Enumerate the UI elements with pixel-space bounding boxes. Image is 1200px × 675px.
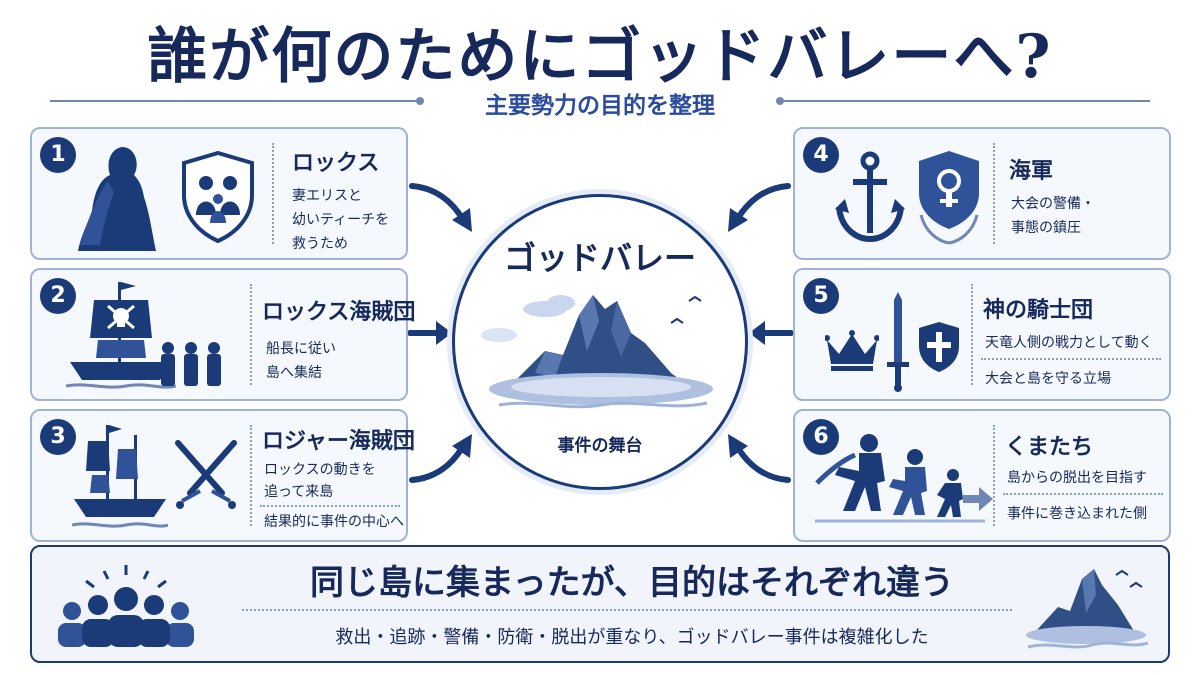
anchor-icon <box>835 151 905 243</box>
faction-line: 妻エリスと <box>292 188 362 204</box>
sailing-ship-icon <box>72 421 168 531</box>
card-separator <box>260 505 400 507</box>
sword-icon <box>887 292 909 392</box>
faction-card-navy: 4 海軍 大会の警備・ 事態の鎮圧 <box>793 127 1171 260</box>
subtitle-row: 主要勢力の目的を整理 <box>50 86 1150 119</box>
faction-name: くまたち <box>1005 435 1094 460</box>
pirate-ship-icon <box>66 278 176 392</box>
faction-line: 大会の警備・ <box>1011 196 1095 212</box>
faction-line: 天竜人側の戦力として動く <box>985 335 1153 351</box>
center-subtitle: 事件の舞台 <box>557 436 643 456</box>
faction-number: 4 <box>803 137 839 173</box>
page-title: 誰が何のためにゴッドバレーへ? <box>147 22 1053 92</box>
faction-number: 6 <box>803 419 839 455</box>
arrow-card3-to-center <box>409 434 472 483</box>
card-divider <box>250 425 252 526</box>
faction-name: ロックス <box>292 151 380 176</box>
family-shield-icon <box>182 151 254 243</box>
faction-name: 神の騎士団 <box>983 298 1094 323</box>
subtitle-divider-left <box>50 97 424 105</box>
navy-shield-icon <box>913 149 985 245</box>
card-divider <box>993 425 995 526</box>
card-divider <box>272 143 274 244</box>
small-island-icon <box>1022 561 1152 657</box>
crossed-swords-icon <box>172 439 240 511</box>
faction-number: 1 <box>40 137 76 173</box>
faction-line: 幼いティーチを <box>292 212 390 228</box>
faction-line: 救うため <box>292 236 348 252</box>
crew-silhouettes-icon <box>158 340 224 388</box>
center-title: ゴッドバレー <box>503 239 696 277</box>
center-circle: ゴッドバレー 事件の舞台 <box>452 194 748 490</box>
conclusion-separator <box>242 609 1012 611</box>
faction-line: 島からの脱出を目指す <box>1007 470 1147 486</box>
island-icon <box>475 281 725 425</box>
arrow-card1-to-center <box>409 183 472 232</box>
faction-line: ロックスの動きを <box>264 462 376 478</box>
faction-name: 海軍 <box>1009 159 1054 184</box>
faction-card-rocks-pirates: 2 ロックス海賊団 船長に従い 島へ集結 <box>30 268 415 401</box>
rocks-silhouette-icon <box>78 141 173 253</box>
faction-line: 島へ集結 <box>266 365 322 381</box>
faction-card-kuma: 6 くまたち 島からの脱出を目指す 事件に巻き込まれた側 <box>793 409 1171 542</box>
faction-line: 事件に巻き込まれた側 <box>1007 506 1147 522</box>
faction-number: 2 <box>40 278 76 314</box>
running-people-icon <box>815 431 995 523</box>
subtitle-divider-right <box>776 97 1150 105</box>
crown-icon <box>825 330 879 372</box>
page-subtitle: 主要勢力の目的を整理 <box>485 93 715 119</box>
faction-number: 3 <box>40 419 76 455</box>
faction-name: ロジャー海賊団 <box>262 429 415 454</box>
faction-card-roger-pirates: 3 ロジャー海賊団 ロックスの動きを 追って来島 結果的に事件の中心へ <box>30 409 415 542</box>
faction-line: 結果的に事件の中心へ <box>264 514 404 530</box>
conclusion-panel: 同じ島に集まったが、目的はそれぞれ違う 救出・追跡・警備・防衛・脱出が重なり、ゴ… <box>30 545 1170 663</box>
card-divider <box>250 284 252 385</box>
faction-number: 5 <box>803 278 839 314</box>
conclusion-subtitle: 救出・追跡・警備・防衛・脱出が重なり、ゴッドバレー事件は複雑化した <box>335 627 929 648</box>
card-divider <box>993 143 995 244</box>
faction-card-knights-of-god: 5 神の騎士団 天竜人側の戦力として動く 大会と島を守る立場 <box>793 268 1171 401</box>
faction-line: 船長に従い <box>266 341 336 357</box>
arrow-card4-to-center <box>728 183 791 232</box>
faction-card-rocks: 1 ロックス 妻エリスと 幼いティーチを 救うため <box>30 127 408 260</box>
faction-line: 追って来島 <box>264 484 334 500</box>
group-people-icon <box>52 565 202 655</box>
card-separator <box>981 358 1161 360</box>
card-divider <box>971 284 973 385</box>
arrow-card2-to-center <box>408 321 452 345</box>
arrow-card5-to-center <box>749 321 793 345</box>
conclusion-title: 同じ島に集まったが、目的はそれぞれ違う <box>310 563 954 603</box>
card-separator <box>1003 493 1163 495</box>
faction-line: 事態の鎮圧 <box>1011 220 1081 236</box>
arrow-card6-to-center <box>728 434 791 483</box>
faction-name: ロックス海賊団 <box>262 300 416 325</box>
faction-line: 大会と島を守る立場 <box>985 371 1111 387</box>
cross-shield-icon <box>917 320 961 374</box>
